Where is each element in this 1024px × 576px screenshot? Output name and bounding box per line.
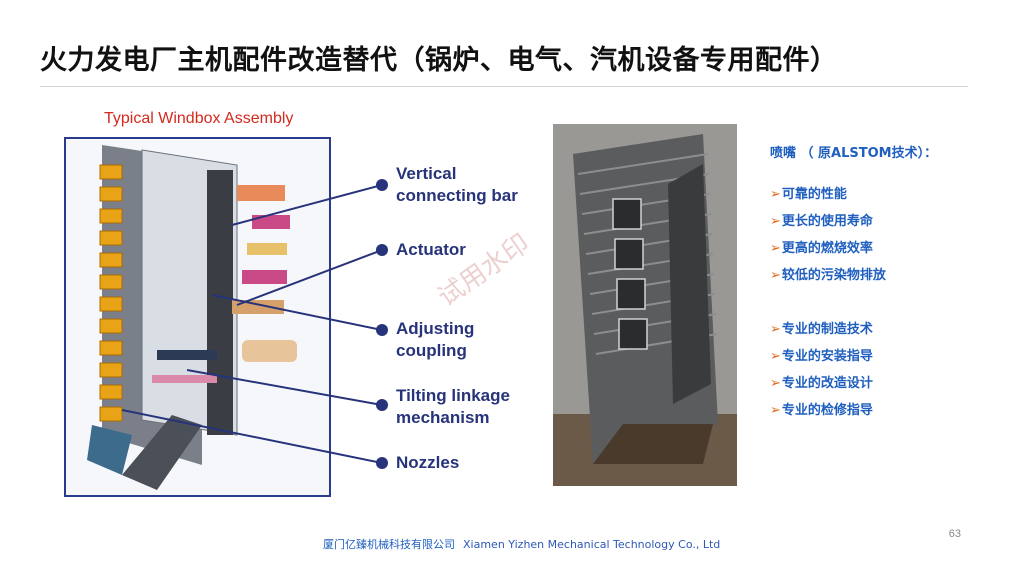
arrow-bullet-icon: ➢ xyxy=(770,349,781,364)
footer: 厦门亿臻机械科技有限公司 Xiamen Yizhen Mechanical Tec… xyxy=(323,536,720,552)
arrow-bullet-icon: ➢ xyxy=(770,241,781,256)
callout-dot-icon xyxy=(376,324,388,336)
list-item: ➢更高的燃烧效率 xyxy=(770,241,873,256)
actuator-arm xyxy=(242,270,287,284)
list-item: ➢专业的改造设计 xyxy=(770,376,873,391)
panel-heading: 喷嘴 （ 原ALSTOM技术）： xyxy=(770,146,938,161)
feature-panel: 喷嘴 （ 原ALSTOM技术）： ➢可靠的性能 ➢更长的使用寿命 ➢更高的燃烧效… xyxy=(770,142,1000,428)
list-item: ➢较低的污染物排放 xyxy=(770,268,886,283)
windbox-diagram: Typical Windbox Assembly xyxy=(62,105,542,500)
arrow-bullet-icon: ➢ xyxy=(770,214,781,229)
diagram-title: Typical Windbox Assembly xyxy=(104,110,294,127)
arrow-bullet-icon: ➢ xyxy=(770,403,781,418)
adjusting-coupling xyxy=(232,300,284,314)
vertical-connecting-bar xyxy=(207,170,233,435)
list-item: ➢可靠的性能 xyxy=(770,187,847,202)
callout-tilting-linkage: Tilting linkage mechanism xyxy=(396,386,510,427)
windbox-photo xyxy=(553,124,737,486)
callout-nozzles: Nozzles xyxy=(396,453,460,472)
callout-actuator: Actuator xyxy=(396,240,466,259)
slide-title: 火力发电厂主机配件改造替代（锅炉、电气、汽机设备专用配件） xyxy=(40,45,838,76)
tilting-linkage xyxy=(157,350,217,360)
list-item: ➢专业的安装指导 xyxy=(770,349,873,364)
arrow-bullet-icon: ➢ xyxy=(770,187,781,202)
arrow-bullet-icon: ➢ xyxy=(770,376,781,391)
callout-dot-icon xyxy=(376,179,388,191)
title-divider xyxy=(40,86,968,87)
callout-dot-icon xyxy=(376,399,388,411)
nozzle-stack xyxy=(99,164,123,422)
footer-company-en: Xiamen Yizhen Mechanical Technology Co.,… xyxy=(463,538,721,551)
actuator-pipe xyxy=(237,185,285,201)
footer-company-cn: 厦门亿臻机械科技有限公司 xyxy=(323,538,455,551)
callout-vertical-connecting-bar: Vertical connecting bar xyxy=(396,164,518,205)
callout-arrows xyxy=(121,179,388,469)
list-item: ➢专业的检修指导 xyxy=(770,403,873,418)
windbox-photo-illustration xyxy=(553,124,737,486)
page-number: 63 xyxy=(948,528,961,540)
callout-dot-icon xyxy=(376,457,388,469)
windbox-illustration xyxy=(87,145,297,490)
nozzle-tip xyxy=(87,425,132,475)
coupling-pipe xyxy=(242,340,297,362)
actuator-arm xyxy=(247,243,287,255)
arrow-bullet-icon: ➢ xyxy=(770,268,781,283)
arrow-bullet-icon: ➢ xyxy=(770,322,781,337)
actuator-arm xyxy=(252,215,290,229)
linkage-rod xyxy=(152,375,217,383)
list-item: ➢专业的制造技术 xyxy=(770,322,873,337)
windbox-base xyxy=(122,415,202,490)
list-item: ➢更长的使用寿命 xyxy=(770,214,873,229)
callout-dot-icon xyxy=(376,244,388,256)
list-spacer xyxy=(770,293,1000,320)
callout-adjusting-coupling: Adjusting coupling xyxy=(396,319,475,360)
